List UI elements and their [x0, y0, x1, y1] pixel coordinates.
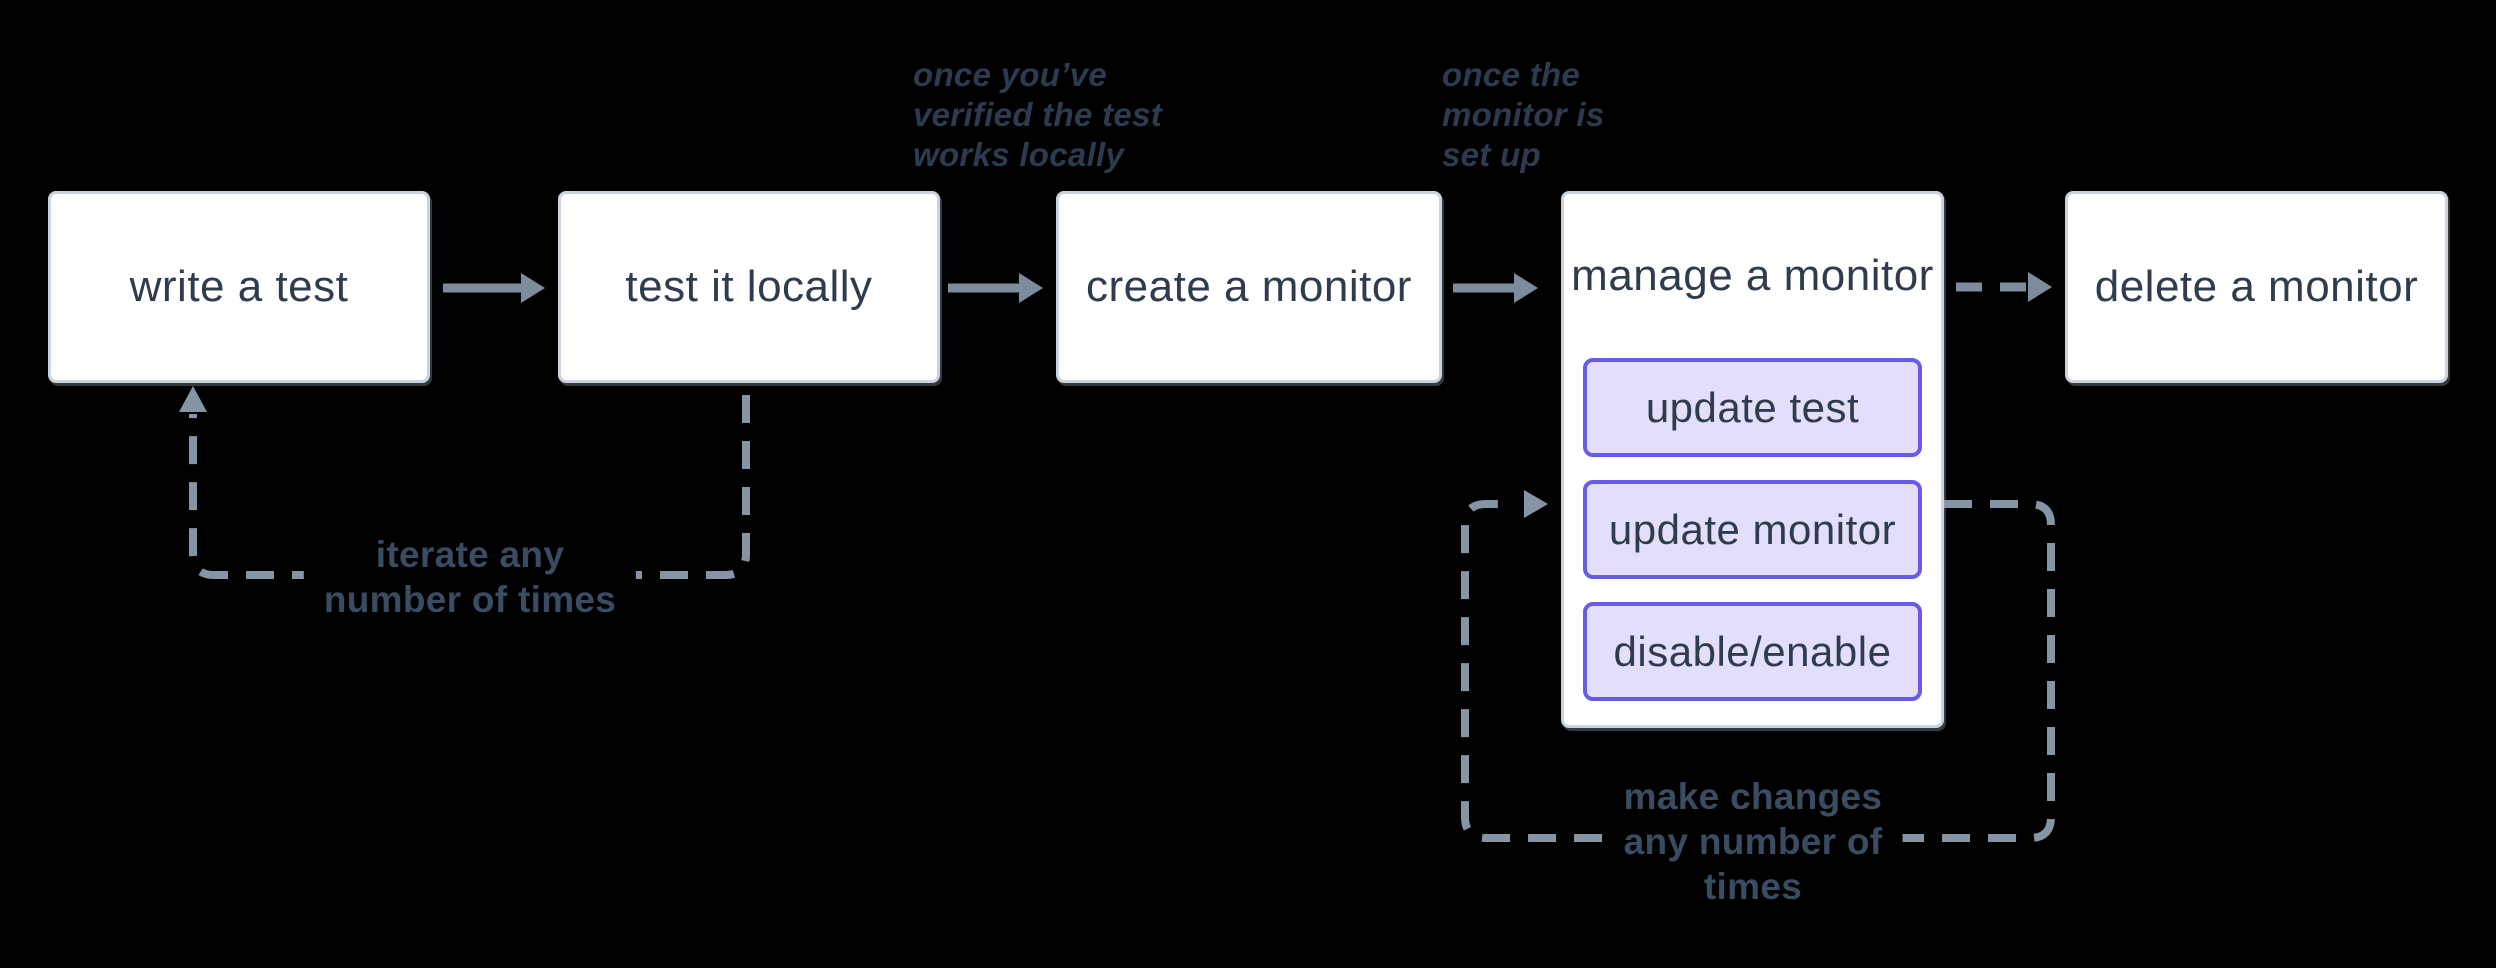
- loop-label-make-changes: make changes any number of times: [1603, 770, 1903, 913]
- node-manage-a-monitor: manage a monitor update test update moni…: [1561, 191, 1944, 728]
- loop-label-changes-line-2: any number of: [1623, 821, 1883, 862]
- annotation-verified-test-works-locally: once you’ve verified the test works loca…: [913, 55, 1162, 175]
- sub-node-update-monitor-label: update monitor: [1608, 505, 1897, 553]
- annotation-verified-line-3: works locally: [913, 136, 1125, 173]
- loop-label-iterate: iterate any number of times: [303, 528, 637, 626]
- loop-label-iterate-line-1: iterate any: [375, 534, 565, 575]
- loop-test-back-to-write-head: [179, 386, 207, 412]
- arrow-manage-to-delete-head: [2028, 272, 2052, 302]
- loop-label-changes-line-1: make changes: [1623, 776, 1883, 817]
- loop-label-changes-line-3: times: [1703, 866, 1803, 907]
- sub-node-update-test-label: update test: [1645, 383, 1860, 431]
- sub-node-disable-enable: disable/enable: [1583, 602, 1922, 701]
- loop-manage-self-head: [1524, 490, 1548, 518]
- annotation-setup-line-2: monitor is: [1442, 96, 1605, 133]
- annotation-verified-line-2: verified the test: [913, 96, 1163, 133]
- annotation-setup-line-3: set up: [1442, 136, 1541, 173]
- annotation-verified-line-1: once you’ve: [913, 56, 1108, 93]
- node-delete-a-monitor: delete a monitor: [2065, 191, 2448, 383]
- arrow-write-to-test-head: [521, 273, 545, 303]
- node-create-a-monitor: create a monitor: [1056, 191, 1442, 383]
- sub-node-update-monitor: update monitor: [1583, 480, 1922, 579]
- node-test-it-locally-label: test it locally: [625, 262, 873, 311]
- annotation-monitor-set-up: once the monitor is set up: [1442, 55, 1605, 175]
- node-test-it-locally: test it locally: [558, 191, 940, 383]
- loop-label-iterate-line-2: number of times: [323, 579, 617, 620]
- arrow-test-to-create-head: [1019, 273, 1043, 303]
- node-delete-a-monitor-label: delete a monitor: [2094, 262, 2419, 311]
- node-write-a-test-label: write a test: [129, 262, 349, 311]
- node-manage-a-monitor-title-row: manage a monitor: [1564, 194, 1941, 358]
- sub-node-disable-enable-label: disable/enable: [1613, 627, 1892, 675]
- node-create-a-monitor-label: create a monitor: [1086, 262, 1412, 311]
- node-manage-a-monitor-label: manage a monitor: [1571, 251, 1934, 300]
- sub-node-update-test: update test: [1583, 358, 1922, 457]
- arrow-create-to-manage-head: [1514, 273, 1538, 303]
- node-write-a-test: write a test: [48, 191, 430, 383]
- annotation-setup-line-1: once the: [1442, 56, 1581, 93]
